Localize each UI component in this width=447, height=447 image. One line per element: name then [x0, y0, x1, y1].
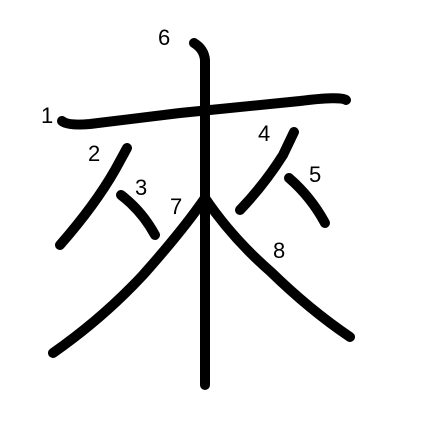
stroke-number-2: 2 — [88, 141, 100, 166]
stroke-number-7: 7 — [170, 194, 182, 219]
stroke-5 — [284, 173, 330, 228]
stroke-number-3: 3 — [135, 175, 147, 200]
stroke-number-5: 5 — [309, 162, 321, 187]
stroke-6 — [189, 38, 210, 390]
stroke-number-1: 1 — [41, 103, 53, 128]
stroke-number-6: 6 — [158, 25, 170, 50]
stroke-number-4: 4 — [258, 121, 270, 146]
stroke-7 — [48, 193, 210, 358]
stroke-3 — [116, 190, 160, 240]
stroke-1 — [57, 93, 351, 130]
stroke-8 — [200, 193, 355, 342]
stroke-2 — [55, 143, 132, 250]
stroke-4 — [235, 127, 299, 215]
stroke-number-8: 8 — [273, 238, 285, 263]
